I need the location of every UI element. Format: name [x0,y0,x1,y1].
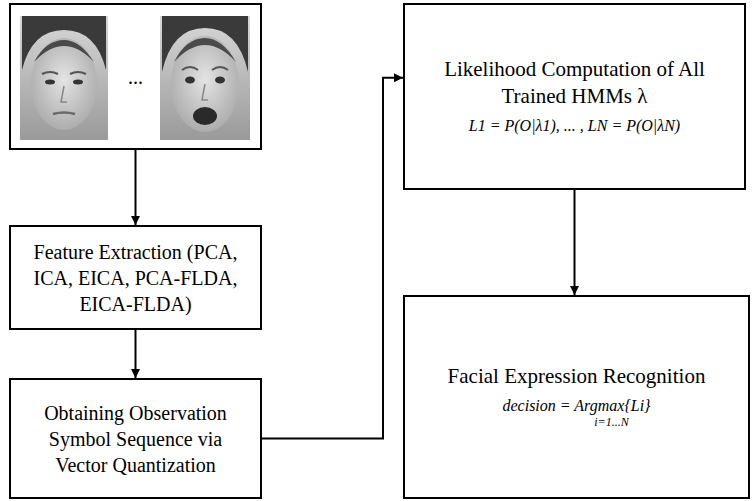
node-label: Facial Expression Recognition [448,363,706,390]
node-label: Obtaining Observation Symbol Sequence vi… [21,400,250,478]
node-label: Feature Extraction (PCA, ICA, EICA, PCA-… [21,239,250,317]
arrow-connector [135,150,137,225]
formula-text: decision = Argmax{Li} [502,396,650,417]
arrow-connector [574,190,576,295]
arrow-connector [262,78,403,439]
process-box: Obtaining Observation Symbol Sequence vi… [9,378,262,499]
process-box: Feature Extraction (PCA, ICA, EICA, PCA-… [9,225,262,330]
formula-text: L1 = P(O|λ1), ... , LN = P(O|λN) [469,116,680,137]
neutral-face [20,16,108,140]
formula-text: i=1...N [524,415,628,431]
node-label: Likelihood Computation of All Trained HM… [415,56,734,111]
result-box: Facial Expression Recognition decision = … [403,295,750,499]
arrow-connector [135,330,137,378]
surprised-face [160,16,250,140]
process-box: Likelihood Computation of All Trained HM… [403,3,746,190]
node-label: ... [128,64,143,90]
image-box: ... [9,3,262,150]
